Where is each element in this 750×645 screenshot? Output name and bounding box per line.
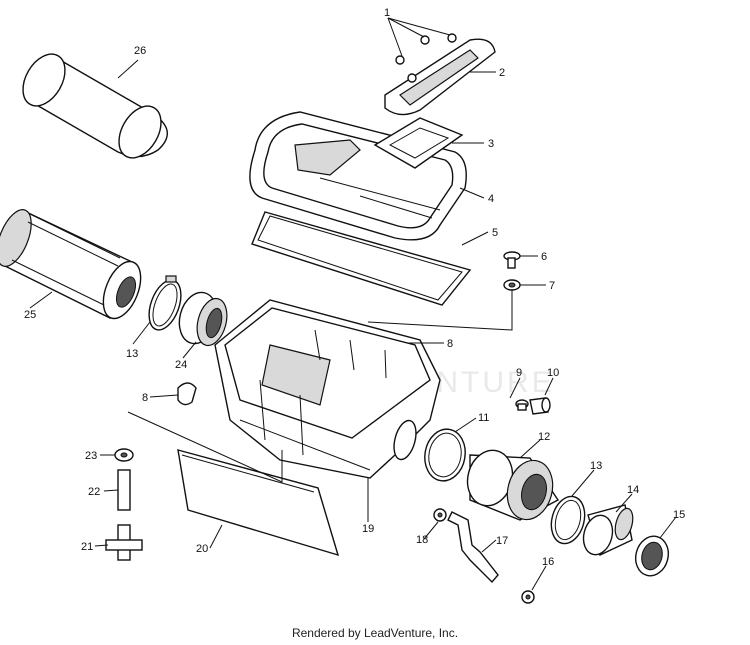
callout-14: 14 <box>627 484 639 496</box>
part-13-clamp-right[interactable] <box>546 493 589 548</box>
callout-18: 18 <box>416 534 428 546</box>
part-12-intake-boot[interactable] <box>462 445 560 524</box>
part-22-tube[interactable] <box>117 469 131 511</box>
callout-26: 26 <box>134 45 146 57</box>
part-23-fitting[interactable] <box>114 448 134 462</box>
part-18-fitting[interactable] <box>433 508 447 522</box>
leader-lines <box>29 17 677 591</box>
callout-4: 4 <box>488 193 494 205</box>
part-26-filter-sleeve[interactable] <box>14 47 169 165</box>
part-10-drain-valve[interactable] <box>529 397 551 415</box>
callout-labels: 1 2 3 4 5 6 7 8 8 9 10 11 12 13 13 14 15… <box>24 7 685 568</box>
footer-credit: Rendered by LeadVenture, Inc. <box>291 626 459 640</box>
part-11-o-ring[interactable] <box>421 426 469 484</box>
callout-19: 19 <box>362 523 374 535</box>
callout-11: 11 <box>478 412 489 424</box>
callout-16: 16 <box>542 556 554 568</box>
part-15-clamp[interactable] <box>631 533 672 580</box>
part-9-grommet[interactable] <box>515 399 529 411</box>
part-14-coupler[interactable] <box>579 504 636 558</box>
callout-25: 25 <box>24 309 36 321</box>
callout-1: 1 <box>384 7 390 19</box>
part-8-clip-left[interactable] <box>177 382 197 406</box>
part-20-cover[interactable] <box>177 449 340 557</box>
part-7-washer[interactable] <box>503 279 521 291</box>
callout-8-right: 8 <box>447 338 453 350</box>
callout-12: 12 <box>538 431 550 443</box>
callout-10: 10 <box>547 367 559 379</box>
callout-23: 23 <box>85 450 97 462</box>
callout-21: 21 <box>81 541 93 553</box>
part-25-air-filter[interactable] <box>0 205 148 324</box>
part-16-hose-clamp[interactable] <box>521 590 535 604</box>
callout-20: 20 <box>196 543 208 555</box>
part-5-lid-seal[interactable] <box>251 211 472 306</box>
part-19-airbox[interactable] <box>214 299 441 479</box>
callout-5: 5 <box>492 227 498 239</box>
part-6-screw[interactable] <box>503 251 521 269</box>
callout-3: 3 <box>488 138 494 150</box>
part-13-clamp-left[interactable] <box>143 275 187 334</box>
callout-15: 15 <box>673 509 685 521</box>
part-3-gasket-plate[interactable] <box>373 117 464 169</box>
part-2-snorkel[interactable] <box>384 38 496 116</box>
part-1-screws[interactable] <box>395 33 457 83</box>
part-24-adapter[interactable] <box>174 288 232 349</box>
callout-24: 24 <box>175 359 187 371</box>
callout-22: 22 <box>88 486 100 498</box>
callout-13-left: 13 <box>126 348 138 360</box>
part-17-drain-hose[interactable] <box>447 511 499 584</box>
callout-17: 17 <box>496 535 508 547</box>
callout-2: 2 <box>499 67 505 79</box>
callout-6: 6 <box>541 251 547 263</box>
callout-8-left: 8 <box>142 392 148 404</box>
callout-13-right: 13 <box>590 460 602 472</box>
part-21-tee[interactable] <box>105 524 143 561</box>
callout-7: 7 <box>549 280 555 292</box>
callout-9: 9 <box>516 367 522 379</box>
